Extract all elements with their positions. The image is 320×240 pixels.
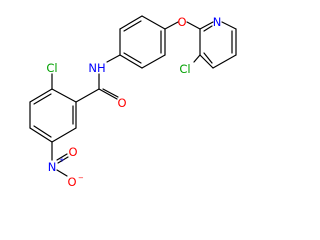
atom-o-ether: O — [177, 15, 186, 29]
atom-o-nitro-bottom: O — [67, 175, 76, 189]
charge-minus: − — [78, 174, 84, 182]
atom-o-nitro-top: O — [68, 145, 77, 159]
atom-cl-pyridine: Cl — [179, 62, 190, 76]
atom-labels: Cl NH O N Cl O N + O O − — [46, 15, 221, 189]
atom-cl-benzoyl: Cl — [46, 61, 57, 75]
bond-lines — [29, 15, 237, 177]
atom-n-pyridine: N — [213, 15, 222, 29]
charge-plus: + — [59, 156, 65, 164]
atom-nh: NH — [88, 61, 105, 75]
atom-o-carbonyl: O — [117, 96, 126, 110]
atom-n-nitro: N — [48, 160, 57, 174]
structure-diagram: Cl NH O N Cl O N + O O − — [29, 15, 237, 189]
molecule-svg: Cl NH O N Cl O N + O O − — [29, 15, 237, 189]
